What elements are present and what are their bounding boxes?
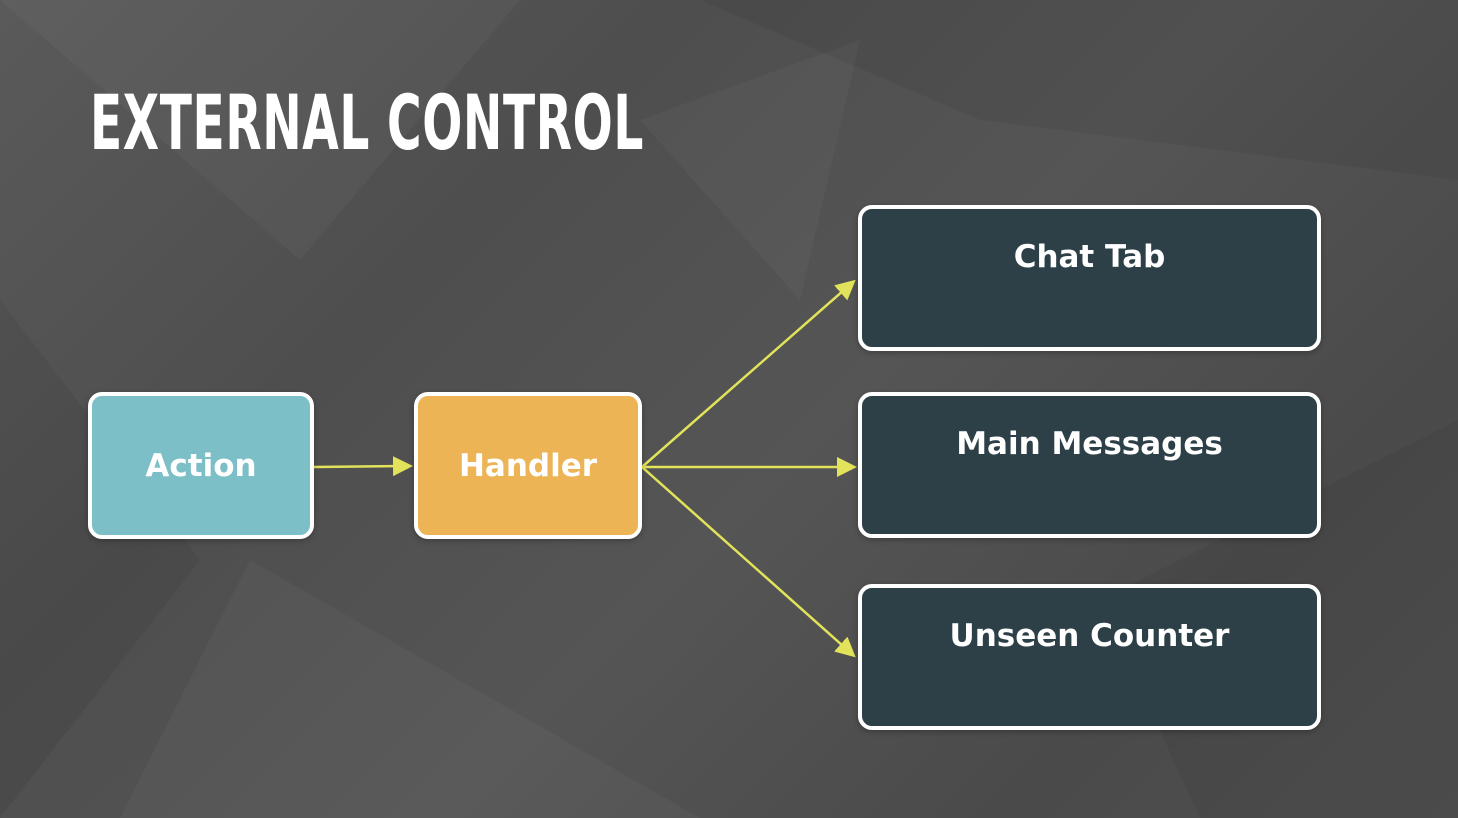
- chat-tab-node-label: Chat Tab: [1013, 239, 1166, 275]
- action-node: Action: [88, 392, 314, 539]
- action-node-label: Action: [145, 447, 257, 484]
- main-messages-node-label: Main Messages: [956, 426, 1223, 462]
- handler-node-label: Handler: [458, 447, 598, 484]
- handler-node: Handler: [414, 392, 642, 539]
- chat-tab-node: Chat Tab: [858, 205, 1321, 351]
- main-messages-node: Main Messages: [858, 392, 1321, 538]
- unseen-counter-node-label: Unseen Counter: [949, 618, 1230, 654]
- page-title: EXTERNAL CONTROL: [90, 78, 644, 167]
- unseen-counter-node: Unseen Counter: [858, 584, 1321, 730]
